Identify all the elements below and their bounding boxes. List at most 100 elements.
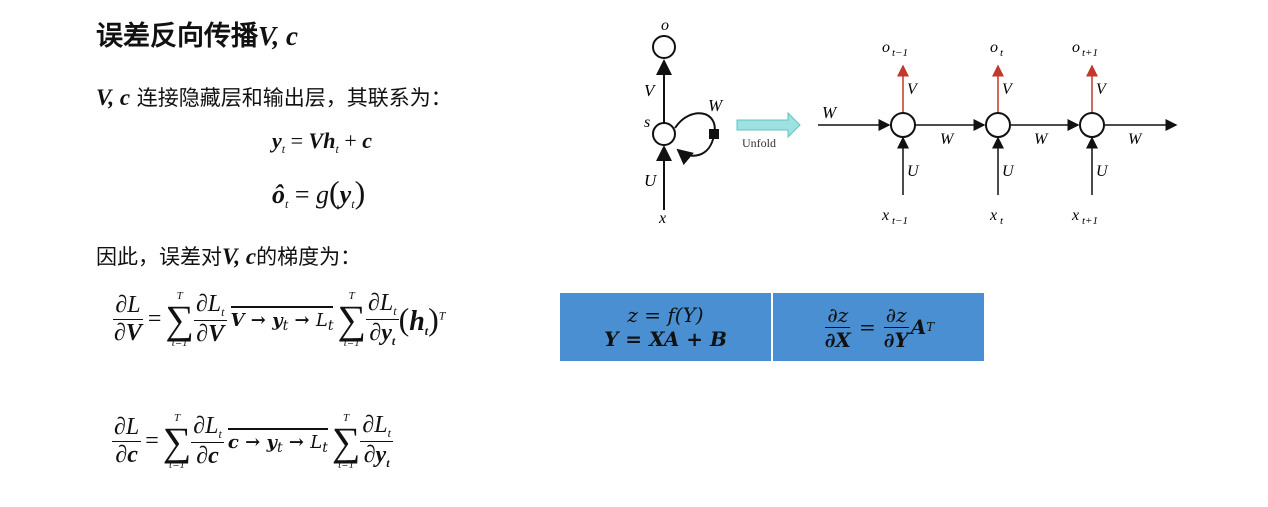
folded-V-label: V — [644, 81, 657, 100]
gradV-chain: V → yt → Lt — [230, 305, 334, 334]
gradc-term-num: ∂Lt — [191, 413, 224, 443]
node2-V: V — [1096, 81, 1108, 98]
folded-s-node — [652, 122, 676, 146]
node1-o-sub: t — [1000, 47, 1004, 59]
box-right-den1: ∂X — [824, 327, 851, 352]
gradV-term2-num: ∂Lt — [366, 290, 399, 320]
gradc-lhs-den: ∂c — [115, 442, 138, 468]
eq1-V: V — [308, 128, 324, 153]
box-right-equals: = — [858, 315, 876, 339]
box-right-tail: A — [910, 315, 927, 339]
folded-o-label: o — [661, 17, 669, 34]
gradc-term: ∂Lt ∂c — [191, 413, 224, 470]
unfolded-rnn: W o t−1 V U x t−1 W o t V U x t W — [818, 39, 1178, 227]
node1-x: x — [989, 207, 997, 224]
box-left-line1: z = f(Y) — [627, 303, 704, 327]
eq2-equals: = — [288, 180, 317, 209]
unfolded-node-t+1: o t+1 V U x t+1 W — [1071, 39, 1178, 227]
gradV-sum: T ∑ t=1 — [165, 289, 194, 349]
gradc-term2-num: ∂Lt — [360, 412, 393, 442]
unfold-label: Unfold — [742, 136, 776, 150]
eq1-plus: + — [338, 128, 363, 153]
page-title: 误差反向传播V, c — [96, 14, 298, 53]
folded-W-loop — [674, 112, 716, 166]
eq1-equals: = — [290, 128, 309, 153]
folded-U-label: U — [644, 171, 658, 190]
node0-U: U — [907, 163, 920, 180]
grad-intro-vars: V, c — [222, 244, 257, 269]
gradV-tail: ((hht)T — [398, 300, 446, 338]
eq2-g: g — [316, 180, 330, 209]
gradc-sum: T ∑ t=1 — [162, 411, 192, 471]
unfolded-node-t-1: o t−1 V U x t−1 W — [881, 39, 986, 227]
grad-intro-b: 的梯度为： — [256, 245, 362, 269]
eq2-lhs-sub: t — [285, 197, 289, 211]
gradc-lhs: ∂L ∂c — [112, 414, 142, 469]
unfolded-node-t: o t V U x t W — [985, 39, 1080, 227]
node0-x-sub: t−1 — [892, 215, 908, 227]
node2-x: x — [1071, 207, 1079, 224]
box-right-den2: ∂Y — [883, 327, 909, 352]
gradV-sum2-top: T — [348, 289, 355, 302]
gradc-term2-den: ∂yt — [363, 442, 390, 470]
box-right-num2: ∂z — [883, 302, 909, 328]
eq1-lhs: y — [272, 128, 282, 153]
gradV-lhs-den: ∂V — [114, 320, 142, 346]
gradV-sum-bot: t=1 — [171, 336, 188, 349]
box-divider — [771, 293, 773, 361]
node1-U: U — [1002, 163, 1015, 180]
node2-o-sub: t+1 — [1082, 47, 1098, 59]
gradV-term2-den: ∂yt — [369, 320, 396, 348]
box-right-frac2: ∂z ∂Y — [882, 303, 911, 352]
eq1-h: h — [323, 128, 336, 153]
box-right-tail-sup: T — [926, 320, 935, 334]
node2-U: U — [1096, 163, 1109, 180]
eq2-arg-sub: t — [351, 197, 355, 211]
node1-x-sub: t — [1000, 215, 1004, 227]
node0-x: x — [881, 207, 889, 224]
gradc-sum2-top: T — [343, 411, 350, 424]
gradV-sum2: T ∑ t=1 — [337, 289, 366, 349]
eq2-lhs: ô — [272, 180, 285, 209]
gradV-sum-top: T — [176, 289, 183, 302]
intro-vars: V, c — [96, 85, 131, 110]
node0-V: V — [907, 81, 919, 98]
grad-intro-a: 因此，误差对 — [96, 245, 222, 269]
intro-text: 连接隐藏层和输出层，其联系为： — [130, 86, 452, 110]
gradc-sum-top: T — [173, 411, 181, 424]
gradc-lhs-num: ∂L — [112, 414, 142, 442]
equation-yt: yt = Vht + c — [272, 128, 372, 157]
gradc-term2: ∂Lt ∂yt — [360, 412, 393, 471]
box-left-cell: z = f(Y) Y = XA + B — [560, 293, 771, 361]
eq2-arg: y — [339, 180, 352, 209]
folded-o-node — [652, 35, 676, 59]
node0-o-sub: t−1 — [892, 47, 908, 59]
gradV-lhs-num: ∂L — [113, 292, 143, 320]
folded-rnn: o V s W U x — [644, 17, 724, 227]
gradV-equals: = — [147, 306, 162, 332]
box-right-frac1: ∂z ∂X — [823, 303, 853, 352]
node1-V: V — [1002, 81, 1014, 98]
gradc-sum-bot: t=1 — [169, 458, 186, 471]
gradV-sum2-bot: t=1 — [343, 336, 360, 349]
gradient-c-equation: ∂L ∂c = T ∑ t=1 ∂Lt ∂c c → yt → Lt T ∑ t… — [112, 412, 393, 471]
box-right-num1: ∂z — [825, 302, 851, 328]
node2-W: W — [1128, 131, 1143, 148]
node1-circle — [985, 112, 1011, 138]
gradient-V-equation: ∂L ∂V = T ∑ t=1 ∂Lt ∂V V → yt → Lt T ∑ t… — [112, 290, 445, 349]
folded-x-label: x — [658, 210, 666, 227]
equation-ot: ôt = g(yt) — [272, 174, 366, 211]
folded-W-label: W — [708, 96, 724, 115]
node0-W: W — [940, 131, 955, 148]
node0-circle — [890, 112, 916, 138]
node1-W: W — [1034, 131, 1049, 148]
title-text: 误差反向传播 — [96, 21, 258, 52]
node1-o: o — [990, 39, 998, 56]
eq1-c: c — [362, 128, 372, 153]
eq1-h-sub: t — [335, 142, 339, 156]
gradV-term-den: ∂V — [196, 321, 225, 347]
unfold-arrow: Unfold — [736, 111, 801, 150]
gradV-term2: ∂Lt ∂yt — [366, 290, 399, 349]
node0-o: o — [882, 39, 890, 56]
